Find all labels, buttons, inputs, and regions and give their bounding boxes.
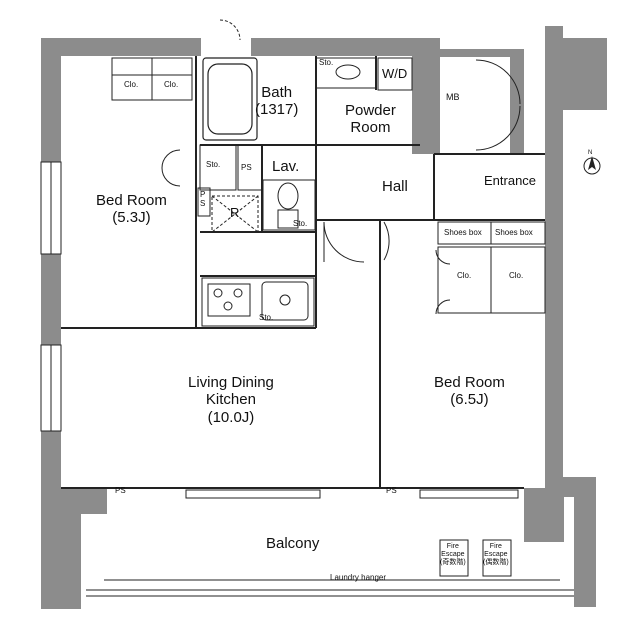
storage-label: Sto. bbox=[259, 313, 274, 322]
washer-dryer-label: W/D bbox=[382, 66, 408, 81]
bedroom-large-label: Bed Room(6.5J) bbox=[434, 374, 505, 409]
powder-fixtures bbox=[315, 57, 413, 91]
bath-label: Bath(1317) bbox=[255, 84, 299, 119]
closet-blocks bbox=[111, 57, 546, 314]
balcony-label: Balcony bbox=[266, 535, 320, 552]
balcony-railing bbox=[86, 539, 574, 597]
storage-label: Sto. bbox=[293, 219, 308, 228]
kitchen-counter bbox=[201, 277, 315, 327]
shoes-box-label: Shoes box bbox=[444, 228, 482, 237]
door-swings bbox=[161, 19, 521, 315]
pipe-space-label: PS bbox=[115, 486, 126, 495]
structural-walls bbox=[41, 26, 607, 609]
storage-label: Sto. bbox=[206, 160, 221, 169]
north-label: N bbox=[588, 150, 593, 156]
compass-icon bbox=[583, 156, 601, 175]
bathtub bbox=[202, 57, 258, 141]
refrigerator-label: R bbox=[230, 205, 240, 220]
interior-walls bbox=[61, 56, 545, 489]
closet-label: Clo. bbox=[457, 271, 472, 280]
lavatory-label: Lav. bbox=[272, 158, 300, 175]
pipe-space-label: PS bbox=[241, 163, 252, 172]
refrigerator-box bbox=[197, 187, 259, 233]
pipe-space-label: PS bbox=[386, 486, 397, 495]
storage-label: Sto. bbox=[319, 58, 334, 67]
closet-label: Clo. bbox=[124, 80, 139, 89]
toilet bbox=[199, 144, 316, 231]
shoes-box-label: Shoes box bbox=[495, 228, 533, 237]
entrance-label: Entrance bbox=[484, 173, 537, 188]
meter-box-label: MB bbox=[446, 92, 460, 102]
laundry-hanger-label: Laundry hanger bbox=[330, 573, 387, 582]
closet-label: Clo. bbox=[164, 80, 179, 89]
windows bbox=[40, 161, 519, 499]
hall-label: Hall bbox=[382, 178, 408, 195]
closet-label: Clo. bbox=[509, 271, 524, 280]
bedroom-small-label: Bed Room(5.3J) bbox=[96, 192, 167, 227]
